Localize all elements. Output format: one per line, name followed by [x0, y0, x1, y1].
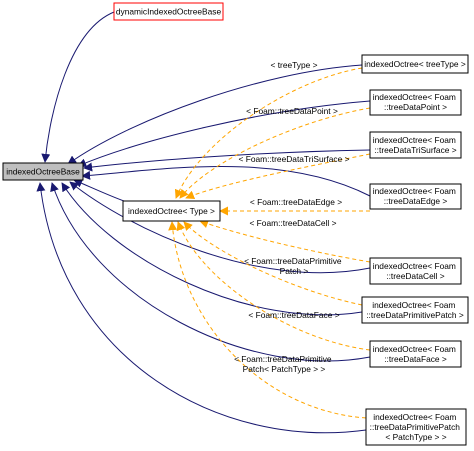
edge-label-treeType: < treeType >: [270, 60, 317, 70]
edge-treeType-to-template: [174, 67, 363, 199]
node-indexedOctree-treeDataTriSurface[interactable]: indexedOctree< Foam ::treeDataTriSurface…: [369, 131, 462, 159]
edge-primitivePatch-to-template: [183, 221, 363, 306]
template-edges: [168, 67, 371, 419]
edge-primitivePatchT-to-template: [168, 221, 367, 419]
edge-point-to-base: [77, 100, 371, 168]
svg-text:indexedOctree< Foam ::tr: indexedOctree< Foam ::treeDataEdge >: [373, 186, 458, 206]
svg-text:indexedOctree< Foam ::tr: indexedOctree< Foam ::treeDataPoint >: [373, 92, 458, 112]
edge-point-to-template: [179, 107, 371, 199]
edge-triSurface-to-template: [185, 153, 371, 200]
svg-text:indexedOctreeBase: indexedOctreeBase: [6, 167, 80, 177]
node-indexedOctree-treeType[interactable]: indexedOctree< treeType >: [361, 54, 469, 74]
node-indexedOctree-Type[interactable]: indexedOctree< Type >: [122, 200, 221, 222]
svg-text:indexedOctree< treeType >: indexedOctree< treeType >: [364, 59, 466, 69]
edge-labels: < treeType > < Foam::treeDataPoint > < F…: [234, 60, 349, 374]
edge-primitivePatchT-to-base: [36, 182, 367, 434]
edge-label-edge: < Foam::treeDataEdge >: [250, 197, 342, 207]
edge-label-point: < Foam::treeDataPoint >: [246, 106, 338, 116]
node-dynamicIndexedOctreeBase[interactable]: dynamicIndexedOctreeBase: [113, 2, 224, 21]
edge-label-face: < Foam::treeDataFace >: [248, 310, 339, 320]
svg-text:indexedOctree< Foam ::tr: indexedOctree< Foam ::treeDataTriSurface…: [373, 135, 458, 155]
svg-text:indexedOctree< Foam ::tr: indexedOctree< Foam ::treeDataFace >: [373, 344, 458, 364]
node-indexedOctreeBase[interactable]: indexedOctreeBase: [2, 162, 84, 181]
inheritance-edges: [36, 11, 371, 434]
svg-text:indexedOctree< Foam ::tr: indexedOctree< Foam ::treeDataPrimitiveP…: [366, 300, 464, 320]
edge-cell-to-template: [199, 219, 371, 263]
svg-text:indexedOctree< Foam ::tr: indexedOctree< Foam ::treeDataCell >: [373, 261, 458, 281]
svg-text:indexedOctree< Type >: indexedOctree< Type >: [128, 206, 215, 216]
edge-face-to-base: [50, 182, 371, 362]
edge-dynamic-to-base: [41, 11, 115, 163]
node-indexedOctree-treeDataEdge[interactable]: indexedOctree< Foam ::treeDataEdge >: [369, 183, 462, 210]
edge-face-to-template: [176, 221, 371, 351]
edge-triSurface-to-base: [83, 149, 371, 172]
edge-edge-to-base: [81, 166, 371, 197]
node-indexedOctree-treeDataPoint[interactable]: indexedOctree< Foam ::treeDataPoint >: [369, 89, 462, 116]
edge-cell-to-base: [69, 181, 371, 274]
edge-label-primitivePatchT: < Foam::treeDataPrimitive Patch< PatchTy…: [234, 354, 334, 374]
edge-label-cell: < Foam::treeDataCell >: [249, 218, 336, 228]
node-indexedOctree-treeDataPrimitivePatch-PatchType[interactable]: indexedOctree< Foam ::treeDataPrimitiveP…: [365, 408, 467, 446]
edge-treeType-to-base: [67, 64, 363, 165]
node-indexedOctree-treeDataFace[interactable]: indexedOctree< Foam ::treeDataFace >: [369, 340, 462, 368]
node-indexedOctree-treeDataCell[interactable]: indexedOctree< Foam ::treeDataCell >: [369, 257, 462, 285]
edge-label-primitivePatch: < Foam::treeDataPrimitive Patch >: [244, 256, 344, 276]
svg-text:dynamicIndexedOctreeBase: dynamicIndexedOctreeBase: [116, 7, 222, 17]
svg-text:indexedOctree< Foam ::tr: indexedOctree< Foam ::treeDataPrimitiveP…: [370, 412, 463, 442]
edge-primitivePatch-to-base: [61, 182, 363, 316]
edge-label-triSurface: < Foam::treeDataTriSurface >: [239, 154, 350, 164]
node-indexedOctree-treeDataPrimitivePatch[interactable]: indexedOctree< Foam ::treeDataPrimitiveP…: [361, 296, 469, 324]
